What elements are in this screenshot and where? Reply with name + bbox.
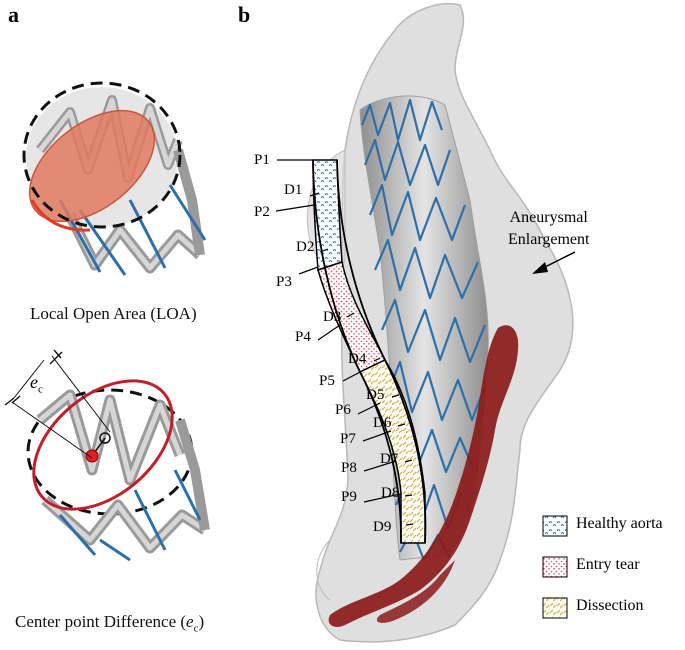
legend-healthy-aorta: Healthy aorta [576,515,663,532]
ec-caption-suffix: ) [198,612,205,631]
label-p3: P3 [276,274,292,290]
loa-caption: Local Open Area (LOA) [30,304,197,323]
segment-strip [312,159,427,544]
label-d5: D5 [366,387,385,403]
ec-stent-diagram [4,349,210,562]
label-d4: D4 [348,351,367,367]
ec-dimension-sub: c [38,383,43,396]
annotation-line2: Enlargement [508,231,590,248]
label-p5: P5 [319,373,335,389]
label-p7: P7 [340,431,356,447]
ec-dimension-var: e [30,372,38,392]
legend-dissection: Dissection [576,597,644,614]
legend-entry-tear: Entry tear [576,556,640,573]
label-d6: D6 [373,415,392,431]
loa-stent-diagram [22,81,207,276]
label-d8: D8 [381,485,400,501]
label-d1: D1 [284,182,303,198]
label-d2: D2 [296,239,315,255]
label-leaders [275,159,414,526]
label-d7: D7 [380,451,399,467]
ec-caption-sub: c [193,622,199,635]
panel-b-letter: b [238,2,251,27]
ec-dimension-label: ec [30,372,43,396]
label-p2: P2 [254,204,270,220]
label-p4: P4 [295,329,311,345]
legend-swatches [542,515,568,619]
label-d3: D3 [323,309,342,325]
ec-caption: Center point Difference (ec) [15,612,204,634]
label-p6: P6 [335,402,351,418]
label-p9: P9 [341,489,357,505]
ec-caption-prefix: Center point Difference ( [15,612,187,631]
panel-a-letter: a [8,2,19,27]
label-p1: P1 [254,152,270,168]
label-p8: P8 [341,460,357,476]
aneurysm-arrow [532,251,576,274]
aneurysm-annotation: Aneurysmal Enlargement [508,207,589,251]
annotation-line1: Aneurysmal [509,209,588,226]
ec-caption-var: e [186,612,194,631]
label-d9: D9 [373,519,392,535]
